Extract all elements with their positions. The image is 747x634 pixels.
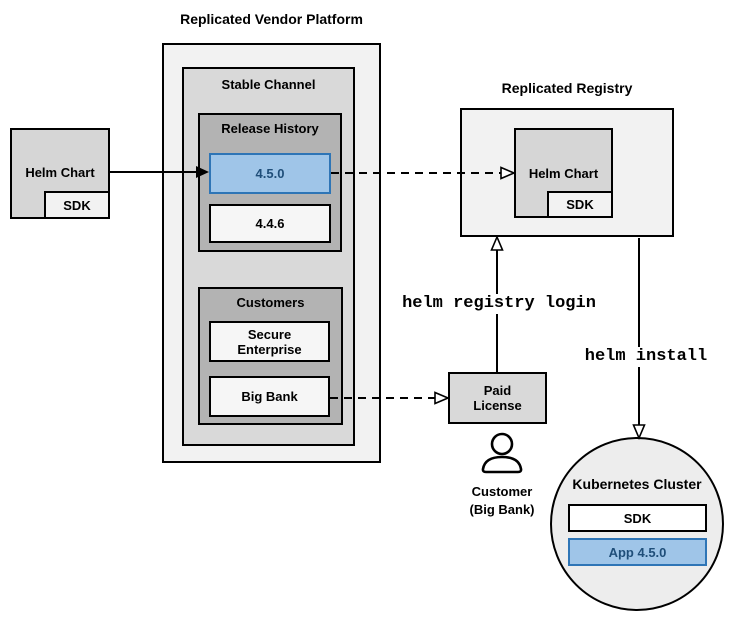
paid-license-box: Paid License: [448, 372, 547, 424]
customer-detail-label: (Big Bank): [469, 502, 535, 517]
helm-install-command: helm install: [576, 347, 716, 367]
arrow-registry-to-cluster: [632, 238, 646, 441]
release-450-box: 4.5.0: [209, 153, 331, 194]
customer-name-label: Customer: [471, 484, 533, 499]
stable-channel-label: Stable Channel: [221, 77, 316, 92]
customers-label: Customers: [236, 295, 305, 310]
source-helm-chart-label: Helm Chart: [25, 165, 95, 180]
customer-big-bank-box: Big Bank: [209, 376, 330, 417]
kubernetes-cluster-label: Kubernetes Cluster: [572, 476, 702, 492]
vendor-platform-title: Replicated Vendor Platform: [180, 11, 363, 27]
customer-person-icon: [481, 432, 523, 474]
registry-title: Replicated Registry: [501, 80, 633, 96]
cluster-sdk-box: SDK: [568, 504, 707, 532]
helm-registry-login-command: helm registry login: [389, 294, 609, 314]
registry-sdk-box: SDK: [547, 191, 613, 218]
release-446-box: 4.4.6: [209, 204, 331, 243]
customer-secure-enterprise-box: Secure Enterprise: [209, 321, 330, 362]
registry-helm-chart-label: Helm Chart: [528, 166, 599, 181]
release-history-label: Release History: [221, 121, 319, 136]
source-sdk-box: SDK: [44, 191, 110, 219]
cluster-app-box: App 4.5.0: [568, 538, 707, 566]
